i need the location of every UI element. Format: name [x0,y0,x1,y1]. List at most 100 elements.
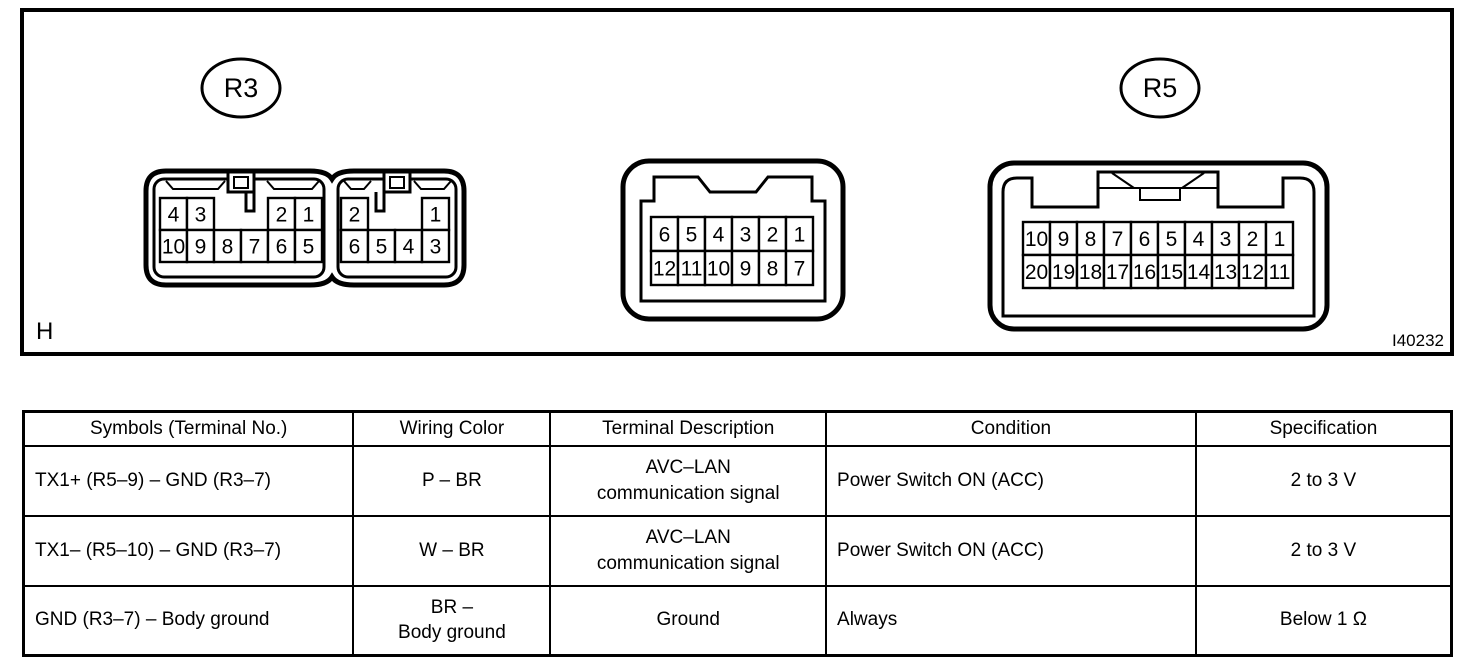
pin-number: 8 [222,236,234,259]
pin-cell [212,228,243,264]
r5-callout: R5 [1119,57,1201,119]
pin-number: 10 [707,258,730,281]
column-header: Wiring Color [352,410,552,447]
pin-number: 2 [1247,228,1259,251]
r3-right-bevel-right [413,180,452,190]
pin-number: 12 [653,258,676,281]
pin-number: 16 [1133,261,1156,284]
table-cell: Power Switch ON (ACC) [825,444,1197,517]
pin-number: 9 [195,236,207,259]
pin-number: 2 [276,204,288,227]
pin-number: 11 [681,258,703,281]
pin-number: 7 [794,258,806,281]
pin-number: 12 [1241,261,1264,284]
pin-number: 8 [1085,228,1097,251]
pin-number: 10 [1025,228,1048,251]
connector-diagram: R3 R5 [143,57,1330,332]
pin-cell [784,215,815,253]
figure-id: I40232 [1392,331,1444,350]
pin-cell [1264,220,1295,257]
r3-label: R3 [224,73,259,103]
pin-number: 4 [1193,228,1205,251]
pin-cell [784,249,815,287]
pin-number: 4 [403,236,415,259]
table-cell: Below 1 Ω [1194,584,1453,657]
pin-number: 3 [430,236,442,259]
pin-number: 8 [767,258,779,281]
pin-number: 5 [303,236,315,259]
r3-right-latch-inner [389,176,405,189]
table-cell: TX1+ (R5–9) – GND (R3–7) [22,444,355,517]
r5-label: R5 [1143,73,1178,103]
pin-cell [1129,253,1160,290]
pin-cell [757,249,788,287]
r3-left-latch-inner [233,176,249,189]
pin-number: 5 [376,236,388,259]
r5-latch-tab [1139,187,1181,201]
table-cell: 2 to 3 V [1194,444,1453,517]
pin-number: 1 [430,204,442,227]
r3-right-latch-slot [374,174,386,213]
pin-number: 2 [767,224,779,247]
pin-cell [1048,253,1079,290]
pin-number: 4 [168,204,180,227]
pin-number: 9 [1058,228,1070,251]
r3-right-bevel-left [343,180,372,190]
pin-cell [1264,253,1295,290]
pin-number: 14 [1187,261,1211,284]
r3-callout-ellipse [200,57,282,119]
pin-number: 7 [1112,228,1124,251]
pin-number: 10 [162,236,185,259]
table-cell: TX1– (R5–10) – GND (R3–7) [22,514,355,587]
pin-cell [293,196,324,232]
pin-number: 13 [1214,261,1237,284]
pin-cell [293,228,324,264]
pin-cell [1156,253,1187,290]
pin-cell [185,228,216,264]
table-cell: Always [825,584,1197,657]
table-cell: P – BR [352,444,552,517]
r3-left-bevel-right [266,180,320,190]
pin-cell [676,249,707,287]
column-header: Symbols (Terminal No.) [22,410,355,447]
column-header: Condition [825,410,1197,447]
pin-cell [420,228,451,264]
pin-number: 1 [794,224,806,247]
table-cell: W – BR [352,514,552,587]
pin-number: 7 [249,236,261,259]
pin-number: 3 [1220,228,1232,251]
pin-cell [730,249,761,287]
pin-number: 2 [349,204,361,227]
pin-cell [703,249,734,287]
pin-cell [266,228,297,264]
pin-number: 6 [1139,228,1151,251]
table-cell: 2 to 3 V [1194,514,1453,587]
r3-left-latch-slot [244,174,256,213]
r5-latch-chamfers [1111,172,1205,189]
pin-number: 1 [1274,228,1286,251]
pin-number: 6 [349,236,361,259]
pin-number: 5 [1166,228,1178,251]
pin-number: 4 [713,224,725,247]
r3-left-bevel-left [165,180,226,190]
pin-cell [339,228,370,264]
pin-number: 1 [303,204,315,227]
pin-cell [1210,253,1241,290]
pin-number: 20 [1025,261,1048,284]
pin-number: 3 [740,224,752,247]
column-header: Terminal Description [549,410,828,447]
panel-code: H [36,318,54,345]
table-cell: GND (R3–7) – Body ground [22,584,355,657]
